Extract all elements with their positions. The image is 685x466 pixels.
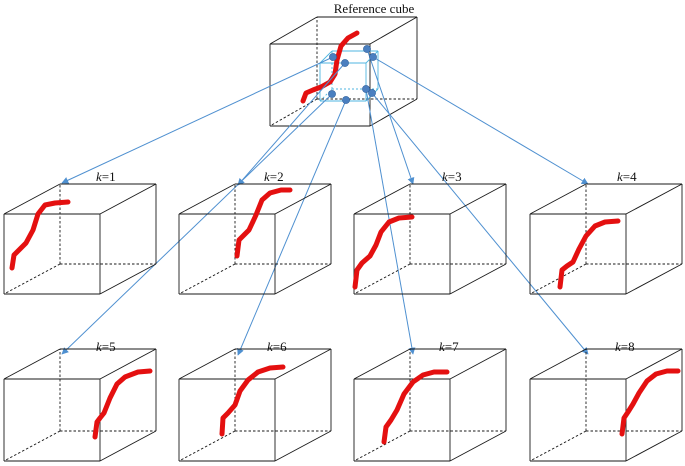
cube-k8-label: k=8 xyxy=(615,339,635,354)
k-value: =5 xyxy=(102,339,116,354)
cube-k1-curve xyxy=(9,199,71,271)
cube-k8-depth-edge xyxy=(529,348,587,380)
reference-cube-depth-edge xyxy=(269,16,318,45)
corner-node xyxy=(368,89,376,97)
cube-k1-label: k=1 xyxy=(96,169,116,184)
cube-k2-label: k=2 xyxy=(264,169,284,184)
k-value: =1 xyxy=(102,169,116,184)
k-value: =7 xyxy=(445,339,459,354)
reference-cube-title: Reference cube xyxy=(334,1,415,16)
k-symbol: k xyxy=(439,339,445,354)
cube-k5-hidden-edge xyxy=(3,430,61,462)
cube-k8-depth-edge xyxy=(625,430,683,462)
corner-node xyxy=(341,59,349,67)
k-symbol: k xyxy=(615,339,621,354)
arrow-to-k5 xyxy=(61,93,333,355)
cube-k7-depth-edge xyxy=(449,430,507,462)
reference-cube xyxy=(269,16,418,127)
arrow-to-k2 xyxy=(237,62,346,186)
cube-k5-label: k=5 xyxy=(96,339,116,354)
k-value: =3 xyxy=(448,169,462,184)
cube-k6-curve xyxy=(219,364,286,437)
cube-k2-curve xyxy=(234,187,293,259)
cube-k1: k=1 xyxy=(3,169,157,295)
corner-node xyxy=(328,90,336,98)
cube-k2-depth-edge xyxy=(274,183,332,215)
cube-k8-hidden-edge xyxy=(529,430,587,462)
cube-k5-depth-edge xyxy=(3,348,61,380)
cube-k6-depth-edge xyxy=(274,348,332,380)
cube-k1-depth-edge xyxy=(99,263,157,295)
cube-k1-depth-edge xyxy=(3,183,61,215)
cube-k2: k=2 xyxy=(178,169,332,295)
cube-k1-hidden-edge xyxy=(3,263,61,295)
cube-k6-depth-edge xyxy=(274,430,332,462)
sub-cube-edge xyxy=(319,50,333,64)
corner-node xyxy=(363,45,371,53)
cube-k5-depth-edge xyxy=(99,430,157,462)
cube-k8-depth-edge xyxy=(625,348,683,380)
cube-k6-label: k=6 xyxy=(267,339,287,354)
cube-k4-hidden-edge xyxy=(529,263,587,295)
k-symbol: k xyxy=(442,169,448,184)
cube-k4: k=4 xyxy=(529,169,683,295)
k-symbol: k xyxy=(267,339,273,354)
arrow-to-k8 xyxy=(371,92,589,355)
reference-cube-depth-edge xyxy=(369,16,418,45)
cube-k4-depth-edge xyxy=(625,183,683,215)
arrow-to-k1 xyxy=(61,56,334,184)
cube-k3-depth-edge xyxy=(353,183,411,215)
k-symbol: k xyxy=(96,339,102,354)
cube-k7-depth-edge xyxy=(449,348,507,380)
cube-k3-label: k=3 xyxy=(442,169,462,184)
k-symbol: k xyxy=(96,169,102,184)
cube-k2-depth-edge xyxy=(178,183,236,215)
cube-k2-depth-edge xyxy=(274,263,332,295)
cube-k4-depth-edge xyxy=(529,183,587,215)
cube-k7-label: k=7 xyxy=(439,339,459,354)
reference-cube-depth-edge xyxy=(369,98,418,127)
cube-k3: k=3 xyxy=(352,169,507,295)
k-value: =8 xyxy=(621,339,635,354)
mapping-arrows xyxy=(61,48,589,356)
cube-k7-curve xyxy=(381,369,450,445)
cube-k6-hidden-edge xyxy=(178,430,236,462)
arrow-to-k4 xyxy=(372,56,589,185)
cube-k3-hidden-edge xyxy=(353,263,411,295)
cube-k8-curve xyxy=(619,368,681,437)
cube-k5-depth-edge xyxy=(99,348,157,380)
cube-k5-curve xyxy=(92,368,153,440)
cube-k2-hidden-edge xyxy=(178,263,236,295)
corner-nodes xyxy=(328,45,377,104)
k-symbol: k xyxy=(264,169,270,184)
cube-k4-curve xyxy=(557,218,621,290)
cube-k1-depth-edge xyxy=(99,183,157,215)
cube-k7: k=7 xyxy=(353,339,507,462)
cube-k3-depth-edge xyxy=(449,183,507,215)
corner-node xyxy=(329,53,337,61)
sub-cube-edge xyxy=(319,88,333,102)
cube-k5: k=5 xyxy=(3,339,157,462)
corner-node xyxy=(362,85,370,93)
cube-k4-label: k=4 xyxy=(617,169,637,184)
k-value: =6 xyxy=(273,339,287,354)
cube-k3-depth-edge xyxy=(449,263,507,295)
arrow-to-k6 xyxy=(237,99,347,356)
corner-node xyxy=(342,96,350,104)
k-value: =4 xyxy=(623,169,637,184)
k-symbol: k xyxy=(617,169,623,184)
cube-k7-depth-edge xyxy=(353,348,411,380)
cube-k4-depth-edge xyxy=(625,263,683,295)
cube-k3-curve xyxy=(352,214,415,290)
cube-k6-depth-edge xyxy=(178,348,236,380)
corner-node xyxy=(369,53,377,61)
k-value: =2 xyxy=(270,169,284,184)
cube-k7-hidden-edge xyxy=(353,430,411,462)
cube-k8: k=8 xyxy=(529,339,683,462)
cube-k6: k=6 xyxy=(178,339,332,462)
arrow-to-k3 xyxy=(366,48,415,185)
